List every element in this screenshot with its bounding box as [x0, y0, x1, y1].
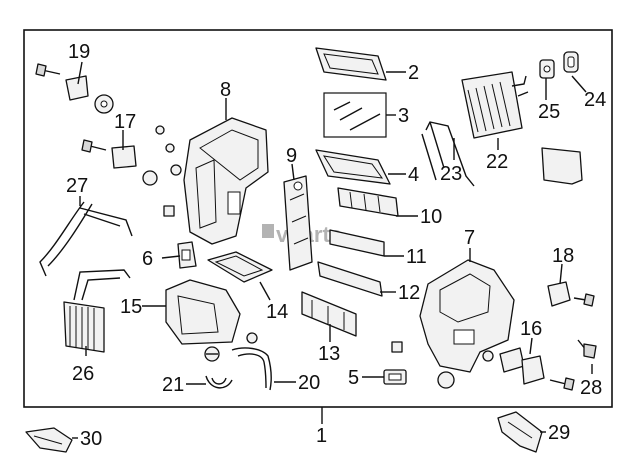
part-22-evaporator[interactable] — [461, 71, 529, 139]
callout-13[interactable]: 13 — [318, 343, 340, 365]
callout-23[interactable]: 23 — [440, 163, 462, 185]
callout-27[interactable]: 27 — [66, 175, 88, 197]
part-16-actuator[interactable] — [499, 347, 575, 391]
part-15-lower-case[interactable] — [165, 279, 258, 345]
leader-lines — [72, 61, 593, 439]
part-24-seal[interactable] — [563, 51, 579, 73]
part-21-hose[interactable] — [205, 375, 233, 389]
part-27-heater-pipes[interactable] — [39, 201, 133, 277]
part-2-filter-cover[interactable] — [315, 47, 387, 81]
part-20-drain-hose[interactable] — [231, 347, 273, 391]
callout-2[interactable]: 2 — [408, 62, 419, 84]
callout-7[interactable]: 7 — [464, 227, 475, 249]
callout-6[interactable]: 6 — [142, 248, 153, 270]
part-29-duct[interactable] — [497, 411, 543, 453]
callout-3[interactable]: 3 — [398, 105, 409, 127]
callout-25[interactable]: 25 — [538, 101, 560, 123]
callout-16[interactable]: 16 — [520, 318, 542, 340]
part-5-seal[interactable] — [383, 369, 407, 385]
callout-17[interactable]: 17 — [114, 111, 136, 133]
callout-28[interactable]: 28 — [580, 377, 602, 399]
part-14-tray[interactable] — [207, 251, 273, 283]
part-bracket-right[interactable] — [541, 147, 583, 185]
part-12-door[interactable] — [317, 261, 383, 297]
callout-24[interactable]: 24 — [584, 89, 606, 111]
part-25-seal[interactable] — [539, 59, 555, 79]
callout-1[interactable]: 1 — [316, 425, 327, 447]
part-9-blend-door[interactable] — [283, 175, 313, 271]
callout-20[interactable]: 20 — [298, 372, 320, 394]
callout-30[interactable]: 30 — [80, 428, 102, 450]
callout-11[interactable]: 11 — [406, 246, 427, 268]
callout-10[interactable]: 10 — [420, 206, 442, 228]
part-6-duct-seal[interactable] — [177, 241, 197, 269]
part-7-main-case[interactable] — [419, 259, 515, 389]
callout-4[interactable]: 4 — [408, 164, 419, 186]
callout-26[interactable]: 26 — [72, 363, 94, 385]
part-23-seal-frame[interactable] — [421, 121, 475, 187]
part-26-heater-core[interactable] — [63, 269, 131, 353]
part-8-upper-housing[interactable] — [155, 117, 269, 245]
callout-14[interactable]: 14 — [266, 301, 288, 323]
callout-29[interactable]: 29 — [548, 422, 570, 444]
callout-19[interactable]: 19 — [68, 41, 90, 63]
part-4-filter-cover-lower[interactable] — [315, 149, 391, 185]
part-28-clip[interactable] — [577, 339, 597, 359]
part-clip-small[interactable] — [204, 346, 220, 362]
callout-labels: 19 17 8 27 6 9 15 14 26 13 21 20 5 2 3 4… — [66, 41, 606, 450]
callout-5[interactable]: 5 — [348, 367, 359, 389]
callout-22[interactable]: 22 — [486, 151, 508, 173]
callout-8[interactable]: 8 — [220, 79, 231, 101]
part-17-actuator[interactable] — [81, 139, 158, 186]
callout-12[interactable]: 12 — [398, 282, 420, 304]
callout-18[interactable]: 18 — [552, 245, 574, 267]
callout-15[interactable]: 15 — [120, 296, 142, 318]
part-19-actuator[interactable] — [35, 63, 114, 114]
part-3-filter-set[interactable] — [323, 92, 387, 138]
part-clip-small-2[interactable] — [391, 341, 403, 353]
callout-9[interactable]: 9 — [286, 145, 297, 167]
part-30-duct[interactable] — [25, 427, 73, 453]
part-13-door[interactable] — [301, 291, 357, 337]
callout-21[interactable]: 21 — [162, 374, 184, 396]
